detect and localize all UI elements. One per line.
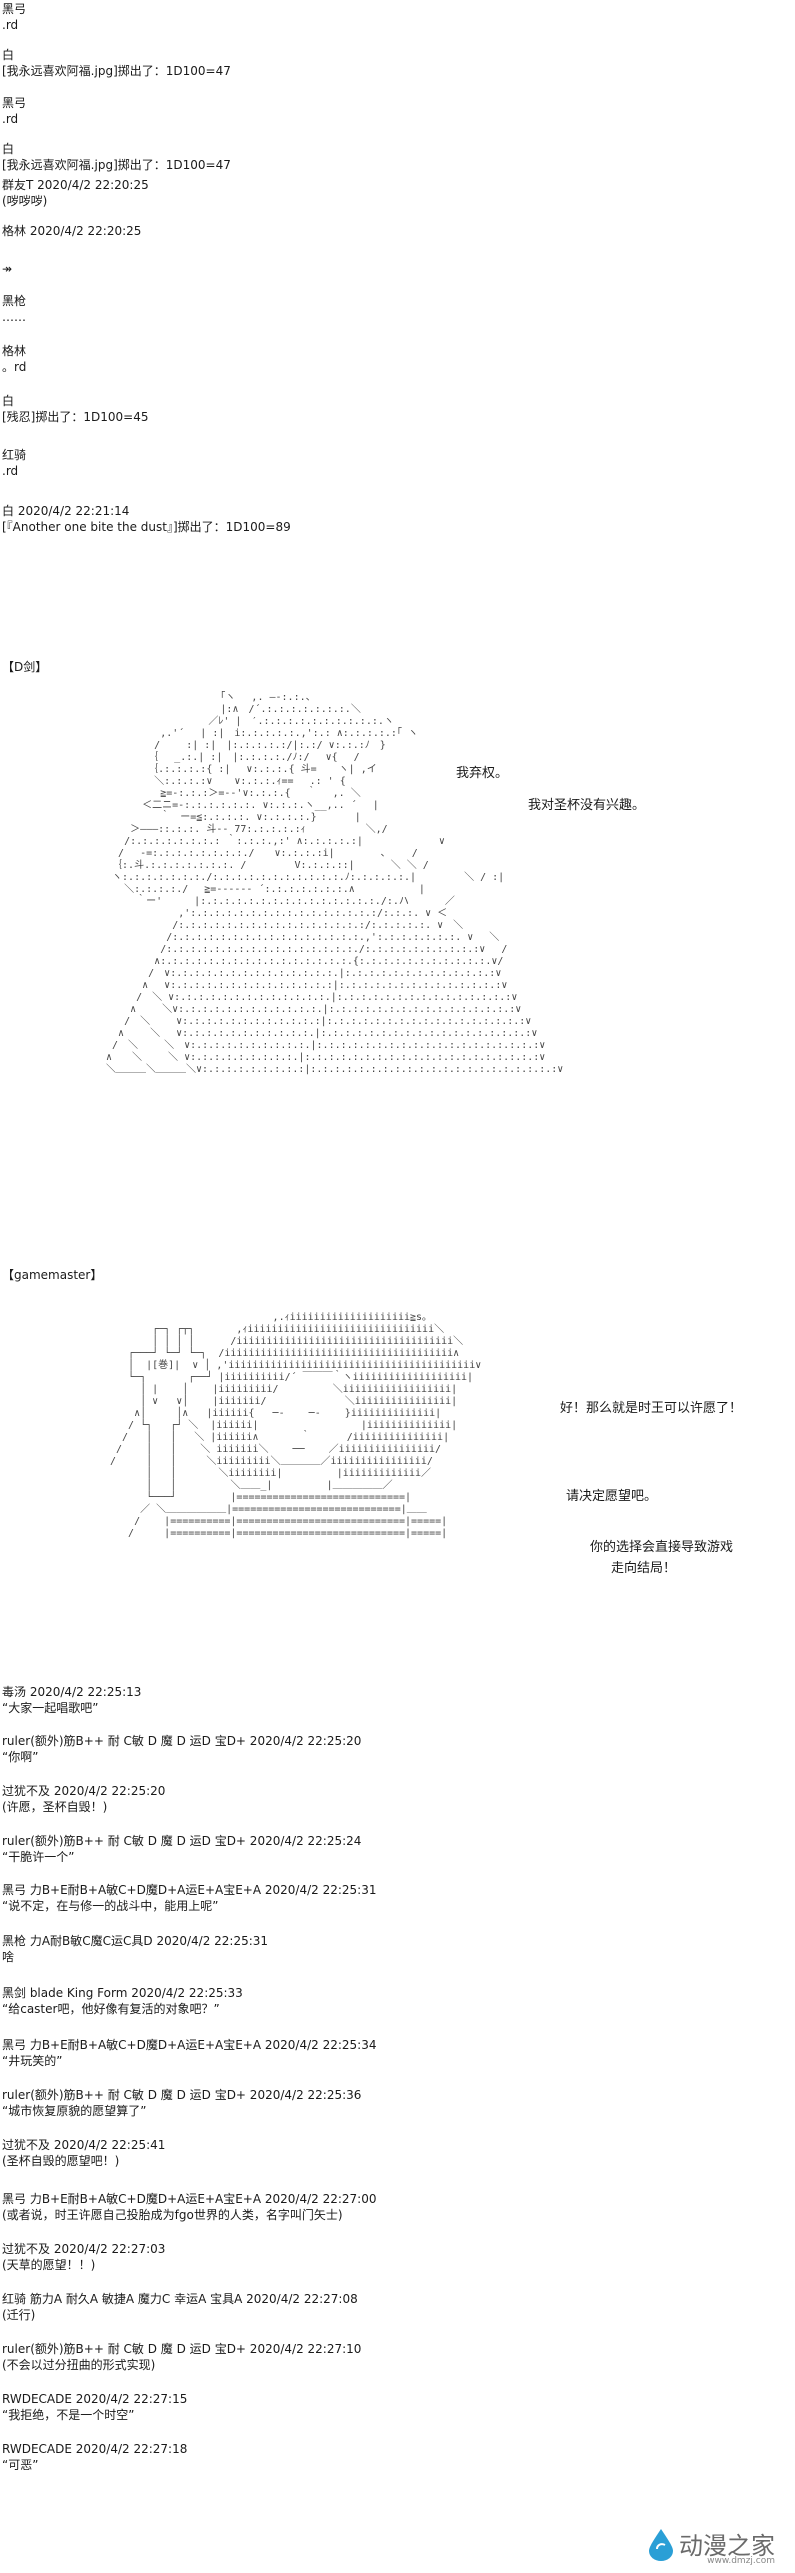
log-line: 黑枪 (2, 294, 27, 308)
ascii-art-d-sword: ｢ヽ ,. ―-:.:.、 |:∧ /´.:.:.:.:.:.:.:.＼ ／ﾚ'… (106, 692, 564, 1075)
log-line: .rd (2, 464, 19, 478)
log-line: “城市恢复原貌的愿望算了” (2, 2104, 147, 2118)
log-line: 黑弓 力B+E耐B+A敏C+D魔D+A运E+A宝E+A 2020/4/2 22:… (2, 2038, 377, 2052)
log-line: RWDECADE 2020/4/2 22:27:15 (2, 2392, 188, 2406)
watermark-text: 动漫之家 (679, 2532, 775, 2560)
log-line: 白 (2, 142, 15, 156)
log-line: .rd (2, 18, 19, 32)
log-line: “大家一起唱歌吧” (2, 1701, 99, 1715)
log-line: 黑弓 力B+E耐B+A敏C+D魔D+A运E+A宝E+A 2020/4/2 22:… (2, 2192, 377, 2206)
speech-line-3: 好！那么就是时王可以许愿了！ (560, 1401, 743, 1416)
scene-label-gamemaster: 【gamemaster】 (2, 1268, 103, 1282)
log-line: 啥 (2, 1950, 15, 1964)
log-line: 。rd (2, 360, 27, 374)
log-line: (哕哕哕) (2, 194, 48, 208)
speech-line-1: 我弃权。 (456, 766, 509, 781)
log-line: 黑弓 力B+E耐B+A敏C+D魔D+A运E+A宝E+A 2020/4/2 22:… (2, 1883, 377, 1897)
log-line: RWDECADE 2020/4/2 22:27:18 (2, 2442, 188, 2456)
log-line: (或者说，时王许愿自己投胎成为fgo世界的人类，名字叫门矢士) (2, 2208, 343, 2222)
log-line: ↠ (2, 262, 13, 276)
log-line: [『Another one bite the dust』]掷出了：1D100=8… (2, 520, 291, 534)
log-line: [残忍]掷出了：1D100=45 (2, 410, 149, 424)
log-line: 白 (2, 48, 15, 62)
log-line: ruler(额外)筋B++ 耐 C敏 D 魔 D 运D 宝D+ 2020/4/2… (2, 1734, 362, 1748)
log-line: 黑枪 力A耐B敏C魔C运C具D 2020/4/2 22:25:31 (2, 1934, 269, 1948)
log-line: 红骑 筋力A 耐久A 敏捷A 魔力C 幸运A 宝具A 2020/4/2 22:2… (2, 2292, 358, 2306)
log-line: “给caster吧，他好像有复活的对象吧？” (2, 2002, 220, 2016)
log-line: “你啊” (2, 1750, 39, 1764)
log-line: .rd (2, 112, 19, 126)
speech-line-4: 请决定愿望吧。 (566, 1489, 658, 1504)
log-line: “干脆许一个” (2, 1850, 75, 1864)
log-line: 毒汤 2020/4/2 22:25:13 (2, 1685, 142, 1699)
log-line: 黑弓 (2, 96, 27, 110)
drop-logo-icon (649, 2528, 673, 2561)
log-line: “井玩笑的” (2, 2054, 63, 2068)
log-line: (圣杯自毁的愿望吧！) (2, 2154, 120, 2168)
log-line: [我永远喜欢阿福.jpg]掷出了：1D100=47 (2, 64, 231, 78)
watermark-url: www.dmzj.com (707, 2556, 775, 2566)
log-line: 白 (2, 394, 15, 408)
log-line: 过犹不及 2020/4/2 22:25:20 (2, 1784, 166, 1798)
speech-line-2: 我对圣杯没有兴趣。 (528, 798, 646, 813)
log-line: ruler(额外)筋B++ 耐 C敏 D 魔 D 运D 宝D+ 2020/4/2… (2, 2088, 362, 2102)
speech-line-5: 你的选择会直接导致游戏 (590, 1540, 734, 1555)
log-line: 黑剑 blade King Form 2020/4/2 22:25:33 (2, 1986, 243, 2000)
log-line: ruler(额外)筋B++ 耐 C敏 D 魔 D 运D 宝D+ 2020/4/2… (2, 1834, 362, 1848)
log-line: 格林 (2, 344, 27, 358)
log-line: (天草的愿望！！) (2, 2258, 96, 2272)
scene-label-d-sword: 【D剑】 (2, 660, 48, 674)
watermark: 动漫之家 www.dmzj.com (647, 2526, 775, 2566)
speech-line-6: 走向结局！ (611, 1561, 677, 1576)
log-line: 过犹不及 2020/4/2 22:25:41 (2, 2138, 166, 2152)
log-line: 白 2020/4/2 22:21:14 (2, 504, 130, 518)
log-line: 过犹不及 2020/4/2 22:27:03 (2, 2242, 166, 2256)
log-line: 群友T 2020/4/2 22:20:25 (2, 178, 149, 192)
log-line: 红骑 (2, 448, 27, 462)
ascii-art-gamemaster: ,.ｨiiiiiiiiiiiiiiiiiiii≧s｡ ┌─┐ ┌┬┐ ,ｨiii… (110, 1312, 482, 1539)
log-line: 格林 2020/4/2 22:20:25 (2, 224, 142, 238)
log-line: ruler(额外)筋B++ 耐 C敏 D 魔 D 运D 宝D+ 2020/4/2… (2, 2342, 362, 2356)
log-line: [我永远喜欢阿福.jpg]掷出了：1D100=47 (2, 158, 231, 172)
log-line: “我拒绝，不是一个时空” (2, 2408, 135, 2422)
log-line: “可恶” (2, 2458, 39, 2472)
log-line: (不会以过分扭曲的形式实现) (2, 2358, 156, 2372)
log-line: (迁行) (2, 2308, 36, 2322)
log-line: (许愿，圣杯自毁！) (2, 1800, 108, 1814)
log-line: “说不定，在与修一的战斗中，能用上呢” (2, 1899, 219, 1913)
log-line: 黑弓 (2, 2, 27, 16)
log-line: …… (2, 310, 26, 324)
